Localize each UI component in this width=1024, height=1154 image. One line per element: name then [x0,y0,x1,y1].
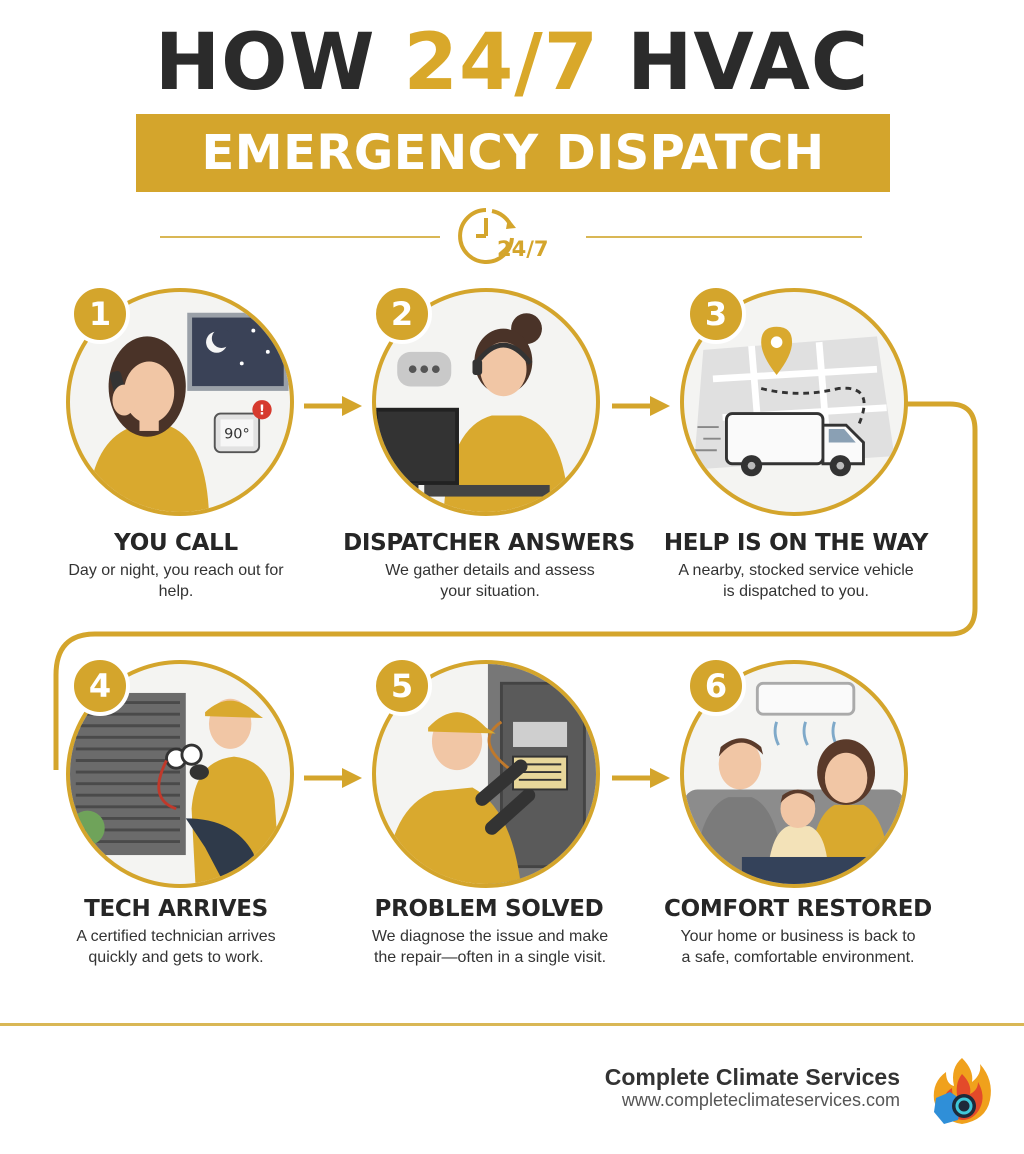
step-1-number: 1 [70,284,130,344]
step-5-number: 5 [372,656,432,716]
step-4-number: 4 [70,656,130,716]
footer-divider [0,1023,1024,1026]
flame-logo-icon [928,1054,996,1128]
step-3-title: HELP IS ON THE WAY [663,530,929,556]
title-suffix: HVAC [598,18,870,108]
step-4-illustration [66,660,294,888]
step-3-number: 3 [686,284,746,344]
step-6-description: Your home or business is back to a safe,… [680,928,916,966]
clock-icon [456,204,528,268]
arrow-right-icon [612,766,670,790]
divider-right [586,236,862,238]
step-6-illustration [680,660,908,888]
company-name: Complete Climate Services [604,1064,900,1090]
family-comfort-icon [684,681,904,884]
step-2-illustration [372,288,600,516]
step-6-title: COMFORT RESTORED [664,896,932,922]
step-6-number: 6 [686,656,746,716]
badge-24-7: 24/7 [497,237,549,261]
service-van-map-icon [693,326,895,477]
step-5-title: PROBLEM SOLVED [374,896,604,922]
step-4-description: A certified technician arrives quickly a… [76,928,276,966]
arrow-right-icon [304,766,362,790]
subtitle-banner [136,114,890,192]
step-1-description: Day or night, you reach out for help. [68,562,284,600]
title-highlight: 24/7 [403,18,599,108]
arrow-right-icon [304,394,362,418]
company-url[interactable]: www.completeclimateservices.com [621,1090,900,1110]
page-title: HOW 24/7 HVAC [0,18,1024,108]
step-2-description: We gather details and assess your situat… [385,562,595,600]
phone-call-icon: 90° ! [87,312,289,512]
step-2-number: 2 [372,284,432,344]
thermostat-reading: 90° [224,427,250,443]
step-4-title: TECH ARRIVES [84,896,268,922]
title-prefix: HOW [154,18,404,108]
arrow-right-icon [612,394,670,418]
step-1-title: YOU CALL [114,530,238,556]
step-5-description: We diagnose the issue and make the repai… [371,928,609,966]
step-3-description: A nearby, stocked service vehicle is dis… [678,562,914,600]
step-3-illustration [680,288,908,516]
page-subtitle: EMERGENCY DISPATCH WORKS [201,125,825,259]
headset-dispatcher-icon [376,313,569,512]
divider-left [160,236,440,238]
svg-text:!: ! [259,403,265,419]
step-2-title: DISPATCHER ANSWERS [343,530,635,556]
